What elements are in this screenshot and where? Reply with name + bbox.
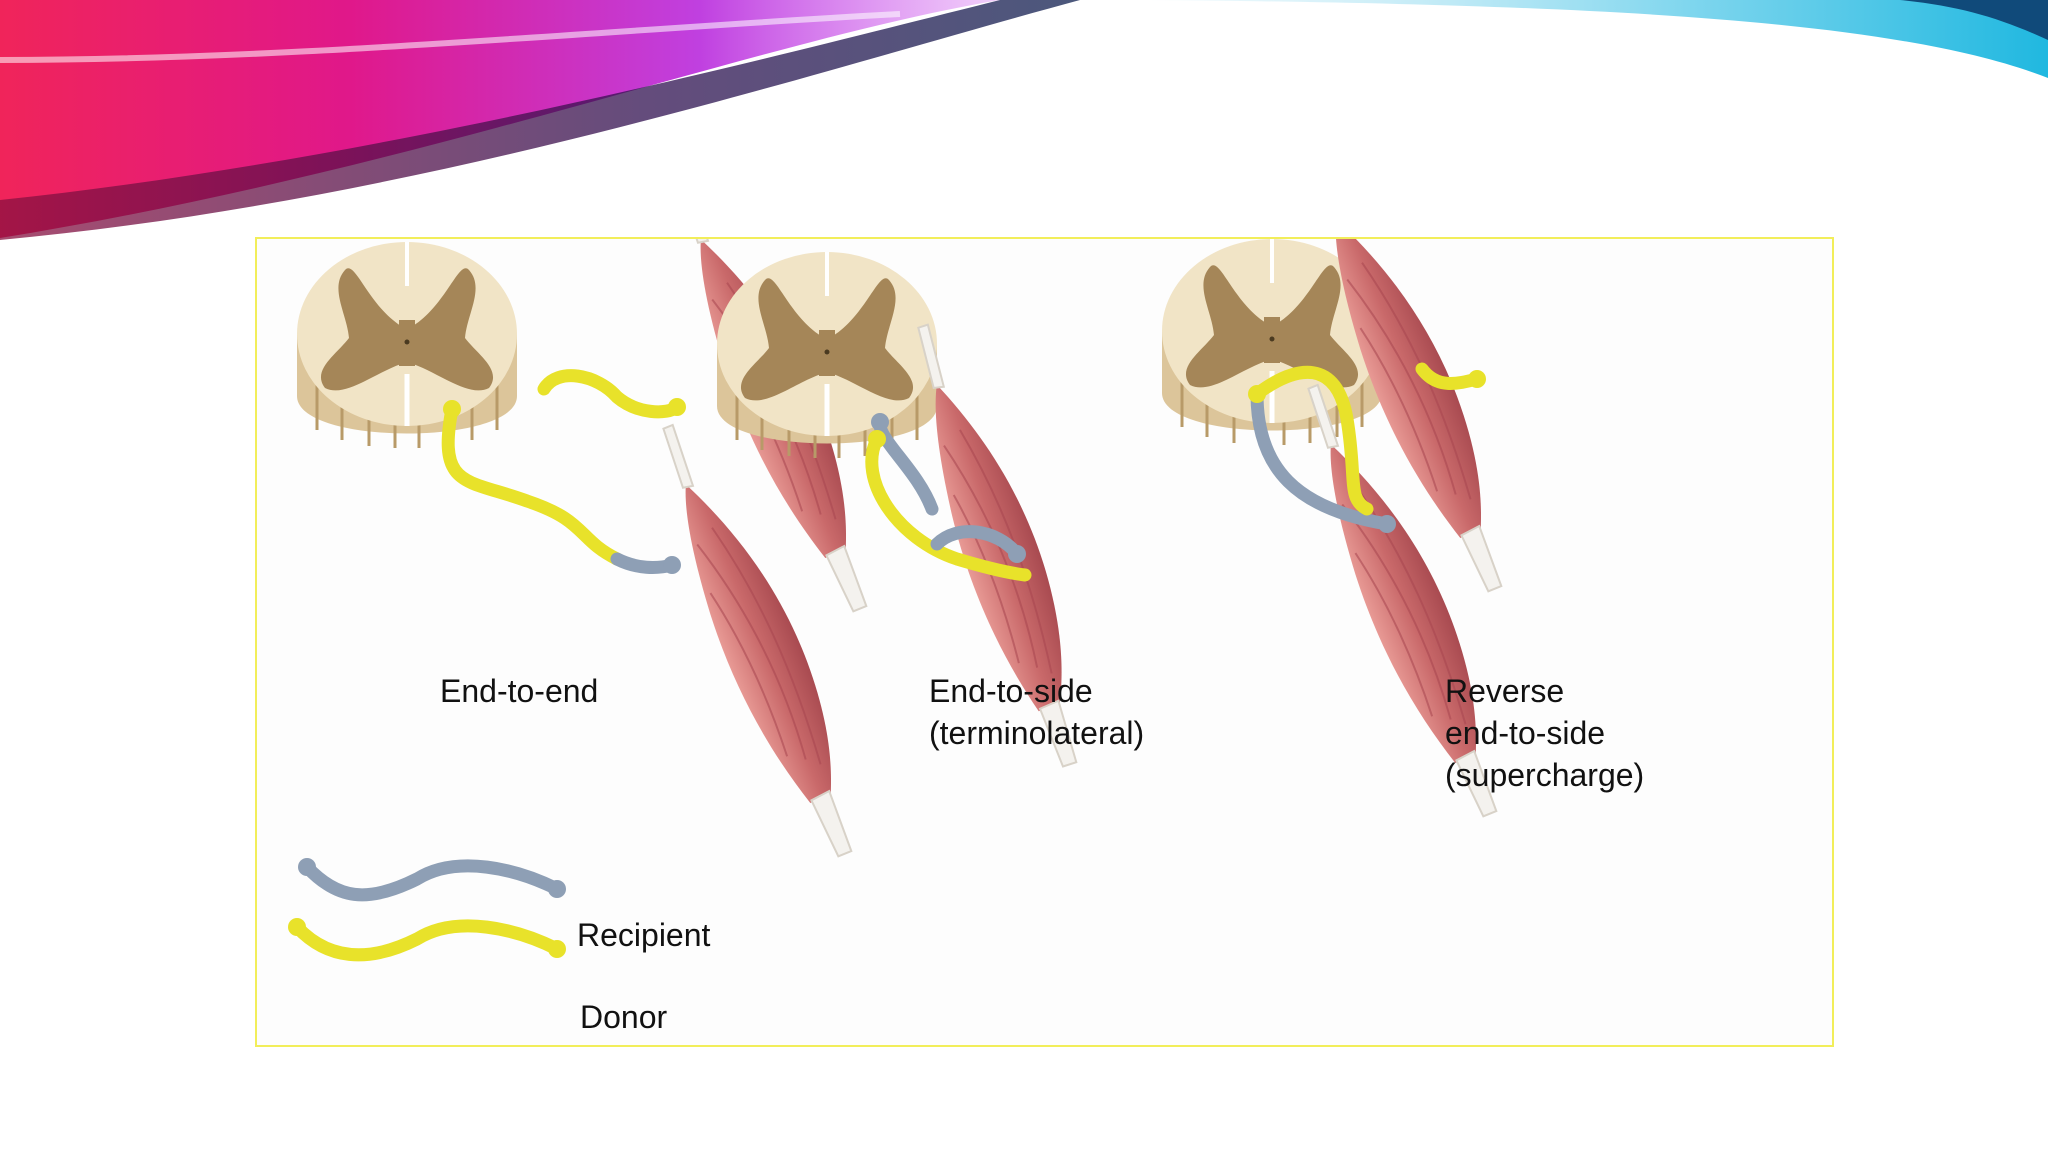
recipient-nerve bbox=[930, 525, 1024, 561]
spinal-cord-icon bbox=[297, 242, 517, 448]
legend-recipient-label: Recipient bbox=[577, 917, 711, 953]
panel-end-to-end-illustration bbox=[297, 239, 896, 869]
muscle-lower-icon bbox=[636, 410, 881, 869]
label-line: (terminolateral) bbox=[929, 715, 1145, 751]
legend-donor-label: Donor bbox=[580, 999, 668, 1035]
nerve-transfer-figure: End-to-end End-to-side (terminolateral) … bbox=[255, 237, 1834, 1047]
label-line: End-to-end bbox=[440, 673, 599, 709]
donor-nerve bbox=[537, 369, 684, 419]
panel-label-reverse-end-to-side: Reverse end-to-side (supercharge) bbox=[1445, 670, 1644, 796]
donor-nerve bbox=[441, 402, 624, 566]
spinal-cord-icon bbox=[717, 252, 937, 458]
recipient-nerve bbox=[1250, 387, 1394, 531]
label-line: (supercharge) bbox=[1445, 757, 1645, 793]
label-line: End-to-side bbox=[929, 673, 1093, 709]
donor-nerve bbox=[1250, 365, 1374, 516]
legend-recipient-swatch bbox=[300, 859, 564, 902]
legend-donor-swatch bbox=[290, 919, 564, 962]
panel-reverse-end-to-side-illustration bbox=[1162, 239, 1531, 829]
panel-label-end-to-side: End-to-side (terminolateral) bbox=[929, 670, 1144, 754]
label-line: Reverse bbox=[1445, 673, 1565, 709]
slide-header-banner bbox=[0, 0, 2048, 240]
label-line: end-to-side bbox=[1445, 715, 1606, 751]
panel-end-to-side-illustration bbox=[717, 252, 1106, 777]
donor-nerve bbox=[865, 432, 1032, 582]
legend bbox=[288, 858, 566, 962]
figure-illustration bbox=[288, 239, 1531, 962]
panel-label-end-to-end: End-to-end bbox=[440, 670, 598, 712]
